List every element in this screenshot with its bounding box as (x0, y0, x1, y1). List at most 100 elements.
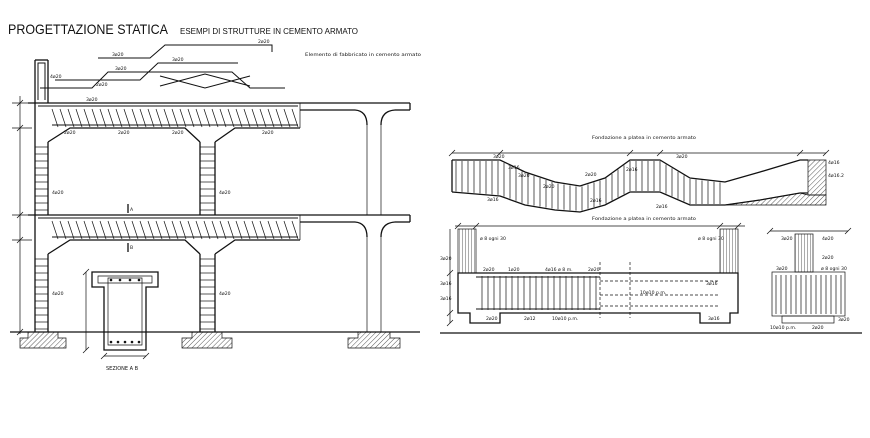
frame-stirrups (35, 108, 299, 330)
rebar-label: 4ø20 (50, 74, 62, 80)
right-column (366, 125, 382, 332)
rebar-label: 4ø20 (219, 291, 231, 297)
beam-stirrups (481, 276, 597, 310)
beam-stirrup (283, 108, 291, 128)
rebar-label: 3ø20 (781, 236, 793, 242)
rebar-label: ø 8 ogni 30 (698, 236, 724, 242)
rebar-label: 3ø20 (172, 57, 184, 63)
beam-stirrup (155, 108, 163, 128)
rebar-label: 2ø20 (118, 130, 130, 136)
beam-stirrup (211, 220, 219, 240)
beam-stirrup (59, 220, 67, 240)
beam-stirrup (83, 108, 91, 128)
rebar-label: 3ø16 (706, 281, 718, 287)
beam-stirrup (59, 108, 67, 128)
rebar-label: 2ø20 (822, 255, 834, 261)
slab-edge-wall (807, 159, 827, 196)
frame-elevation: Elemento di fabbricato in cemento armato (10, 39, 421, 372)
drawing-title: PROGETTAZIONE STATICA (8, 21, 169, 37)
beam-stirrup (179, 108, 187, 128)
rebar-label: 2ø16 (626, 167, 638, 173)
beam-stirrup (259, 108, 267, 128)
beam-stirrup (147, 220, 155, 240)
rebar-label: 3ø20 (440, 256, 452, 262)
slab-rebars (455, 161, 721, 211)
beam-stirrup (243, 220, 251, 240)
rebar-label: 4ø16 ø 8 m. (545, 267, 573, 273)
beam-stirrup (195, 220, 203, 240)
detail-pad (781, 315, 835, 324)
beam-stirrup (91, 220, 99, 240)
beam-stirrup (275, 220, 283, 240)
rebar-label: 2ø20 (64, 130, 76, 136)
rebar-label: 3ø20 (676, 154, 688, 160)
upper-floor-slab-and-beam (28, 102, 411, 143)
beam-stirrup (139, 108, 147, 128)
detail-stirrups (775, 275, 842, 314)
rebar-label: 10ø10 p.m. (640, 290, 666, 296)
beam-stirrup (283, 220, 291, 240)
beam-stirrup (187, 220, 195, 240)
beam-stirrup (99, 220, 107, 240)
rebar-label: 3ø16 (440, 281, 452, 287)
right-wall-stub (719, 228, 739, 274)
beam-stirrup (227, 108, 235, 128)
rebar-label: 2ø20 (258, 39, 270, 45)
beam-stirrup (291, 108, 299, 128)
beam-stirrup (83, 220, 91, 240)
rebar-label: 2ø20 (585, 172, 597, 178)
beam-stirrup (75, 220, 83, 240)
rebar-label: 3ø20 (838, 317, 850, 323)
rebar-label: ø 8 ogni 30 (821, 266, 847, 272)
slab-top-profile (452, 159, 808, 187)
beam-stirrup (123, 108, 131, 128)
rebar-label: 2ø20 (543, 184, 555, 190)
section-title: SEZIONE A B (106, 366, 139, 372)
beam-stirrup (187, 108, 195, 128)
left-wall-stub (457, 228, 477, 274)
beam-stirrup (275, 108, 283, 128)
slab-caption: Fondazione a platea in cemento armato (592, 135, 696, 141)
beam-stirrup (179, 220, 187, 240)
rebar-label: 2ø16 (590, 198, 602, 204)
beam-stirrup (291, 220, 299, 240)
beam-caption: Fondazione a platea in cemento armato (592, 216, 696, 222)
beam-stirrup (123, 220, 131, 240)
beam-stirrup (67, 108, 75, 128)
beam-stirrup (267, 220, 275, 240)
beam-stirrup (107, 108, 115, 128)
beam-stirrup (67, 220, 75, 240)
beam-stirrup (147, 108, 155, 128)
detail-column (794, 233, 814, 273)
left-footing (19, 331, 67, 349)
rebar-label: ø 8 ogni 30 (480, 236, 506, 242)
middle-footing (181, 331, 233, 349)
beam-stirrup (91, 108, 99, 128)
rebar-label: 2ø16 (656, 204, 668, 210)
rebar-label: 4ø20 (52, 190, 64, 196)
rebar-label: 4ø16.2 (828, 173, 844, 179)
rebar-label: 2ø20 (262, 130, 274, 136)
beam-stirrup (211, 108, 219, 128)
section-mark-b: B (130, 245, 133, 251)
beam-dimension-line (446, 222, 745, 327)
beam-stirrup (243, 108, 251, 128)
right-footing (347, 331, 401, 349)
rebar-label: 3ø20 (776, 266, 788, 272)
rebar-label: 4ø16 (828, 160, 840, 166)
rebar-label: 2ø20 (812, 325, 824, 331)
rebar-label: 4ø20 (822, 236, 834, 242)
section-mark-a: A (130, 207, 134, 213)
rebar-label: 3ø20 (86, 97, 98, 103)
rebar-label: 3ø16 (508, 165, 520, 171)
foundation-beam-elevation: Fondazione a platea in cemento armato ø … (440, 216, 745, 327)
frame-caption: Elemento di fabbricato in cemento armato (305, 52, 421, 58)
beam-stirrup (219, 220, 227, 240)
beam-stirrup (115, 108, 123, 128)
beam-stirrup (115, 220, 123, 240)
beam-stirrup (235, 220, 243, 240)
rebar-label: 3ø16 (440, 296, 452, 302)
beam-stirrup (163, 108, 171, 128)
beam-stirrup (107, 220, 115, 240)
